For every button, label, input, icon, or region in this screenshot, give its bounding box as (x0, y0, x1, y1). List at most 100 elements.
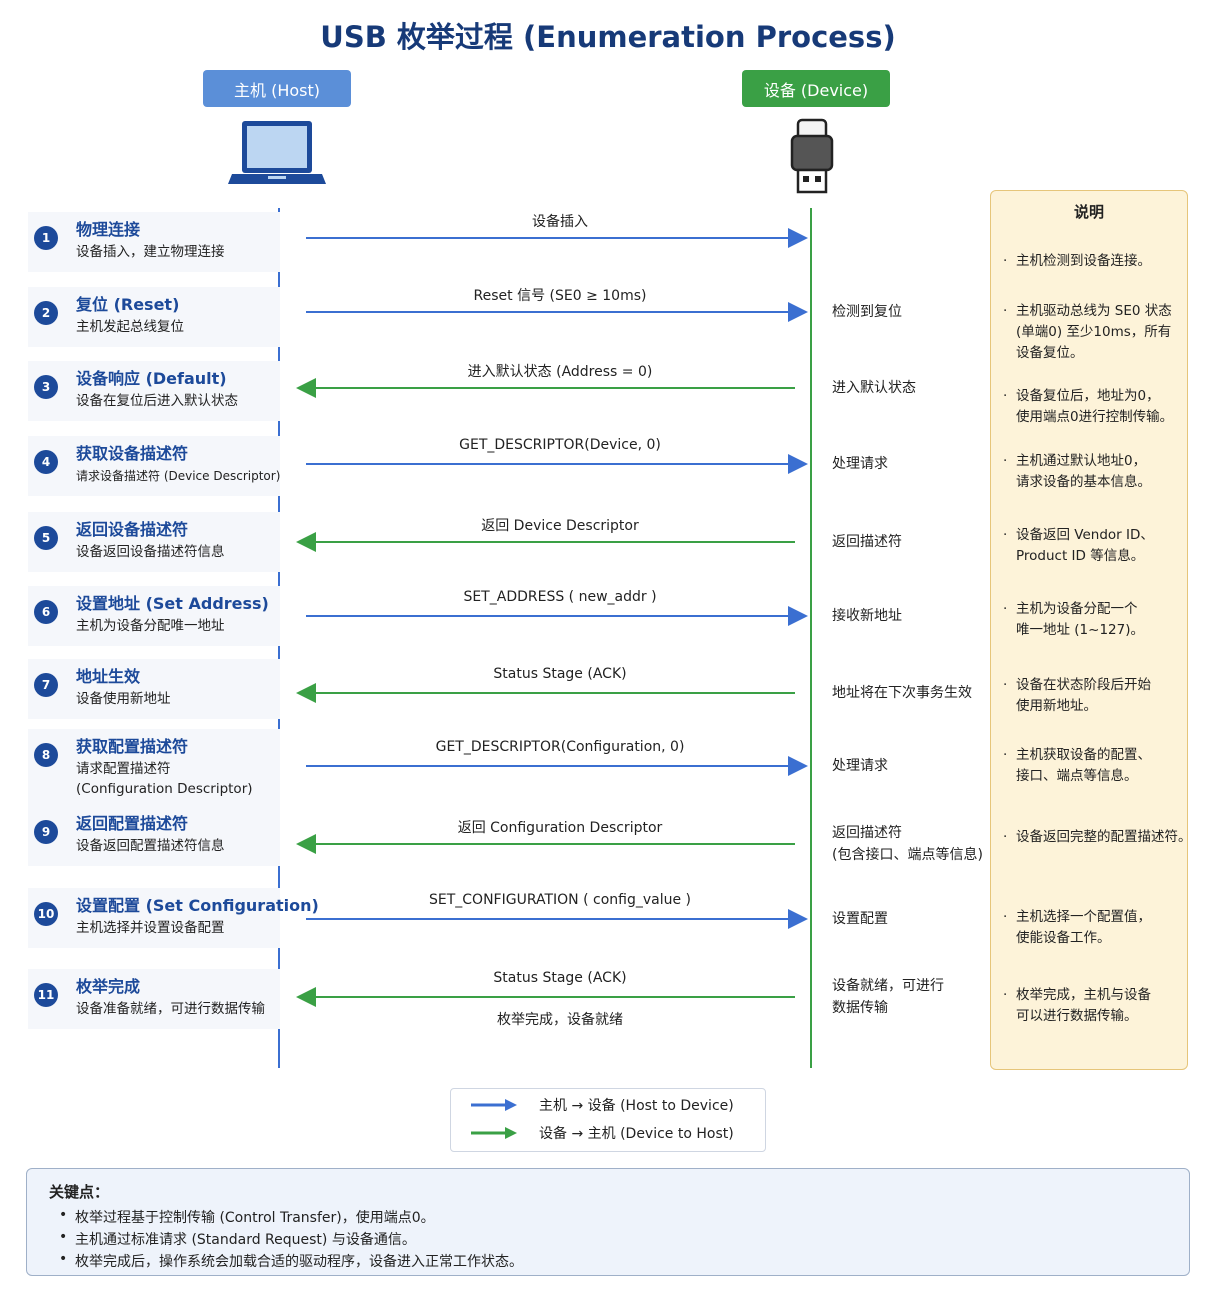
note-item: 主机选择一个配置值， 使能设备工作。 (1003, 907, 1191, 949)
step-number-badge: 2 (34, 301, 58, 325)
host-label: 主机 (Host) (203, 70, 351, 107)
note-line: 可以进行数据传输。 (1016, 1008, 1138, 1024)
step-number-badge: 8 (34, 743, 58, 767)
key-points-box: 关键点： 枚举过程基于控制传输 (Control Transfer)，使用端点0… (26, 1168, 1190, 1276)
step-number-badge: 3 (34, 375, 58, 399)
step-description: (Configuration Descriptor) (76, 781, 253, 797)
step-title: 设置配置 (Set Configuration) (76, 896, 319, 915)
step-description: 设备使用新地址 (76, 691, 171, 707)
device-action: 返回描述符 (包含接口、端点等信息) (832, 822, 983, 866)
note-item: 主机通过默认地址0， 请求设备的基本信息。 (1003, 451, 1191, 493)
step-title: 获取配置描述符 (76, 737, 189, 756)
key-points-title: 关键点： (49, 1183, 110, 1201)
step-title: 设备响应 (Default) (76, 369, 227, 388)
green-arrow-icon (471, 1127, 517, 1139)
laptop-icon (228, 121, 326, 184)
note-line: 使能设备工作。 (1016, 930, 1111, 946)
key-point-item: 枚举过程基于控制传输 (Control Transfer)，使用端点0。 (59, 1207, 435, 1227)
note-line: 设备复位后，地址为0， (1016, 388, 1160, 404)
note-item: 设备返回 Vendor ID、Product ID 等信息。 (1003, 525, 1191, 567)
note-line: 请求设备的基本信息。 (1016, 474, 1151, 490)
step-number-badge: 4 (34, 450, 58, 474)
device-action-line: (包含接口、端点等信息) (832, 847, 983, 863)
note-line: 使用端点0进行控制传输。 (1016, 409, 1174, 425)
message-label: 进入默认状态 (Address = 0) (467, 364, 653, 380)
step-8: 8 获取配置描述符请求配置描述符 (Configuration Descriptor… (28, 729, 280, 809)
message-label: Status Stage (ACK) (493, 970, 627, 986)
device-action: 检测到复位 (832, 301, 902, 323)
device-action-line: 设备就绪，可进行 (832, 978, 944, 994)
note-line: 使用新地址。 (1016, 698, 1097, 714)
device-action-line: 数据传输 (832, 1000, 888, 1016)
note-line: 主机选择一个配置值， (1016, 909, 1151, 925)
step-description: 设备在复位后进入默认状态 (76, 393, 238, 409)
note-item: 主机检测到设备连接。 (1003, 251, 1191, 272)
step-number-badge: 11 (34, 983, 58, 1007)
device-action: 处理请求 (832, 453, 888, 475)
legend-d2h: 设备 → 主机 (Device to Host) (471, 1123, 734, 1143)
note-line: 主机检测到设备连接。 (1016, 253, 1151, 269)
note-line: 唯一地址 (1~127)。 (1016, 622, 1144, 638)
step-description: 主机发起总线复位 (76, 319, 184, 335)
note-line: 主机驱动总线为 SE0 状态 (1016, 303, 1172, 319)
message-label: 返回 Device Descriptor (481, 518, 639, 534)
message-label: SET_CONFIGURATION ( config_value ) (428, 892, 691, 908)
note-item: 设备复位后，地址为0， 使用端点0进行控制传输。 (1003, 386, 1191, 428)
step-description: 设备返回配置描述符信息 (76, 838, 225, 854)
note-line: 主机通过默认地址0， (1016, 453, 1147, 469)
step-number-badge: 5 (34, 526, 58, 550)
device-action: 设置配置 (832, 908, 888, 930)
device-action: 返回描述符 (832, 531, 902, 553)
note-line: 主机为设备分配一个 (1016, 601, 1138, 617)
device-action: 地址将在下次事务生效 (832, 682, 972, 704)
note-line: 设备返回 Vendor ID、 (1016, 527, 1154, 543)
note-line: 设备在状态阶段后开始 (1016, 677, 1151, 693)
message-label: SET_ADDRESS ( new_addr ) (463, 589, 657, 605)
step-title: 枚举完成 (76, 977, 141, 996)
device-action-line: 地址将在下次事务生效 (832, 685, 972, 701)
device-action: 设备就绪，可进行数据传输 (832, 975, 944, 1019)
step-description: 设备插入，建立物理连接 (76, 244, 225, 260)
step-1: 1 物理连接设备插入，建立物理连接 (28, 212, 280, 272)
note-line: 接口、端点等信息。 (1016, 768, 1138, 784)
device-action-line: 进入默认状态 (832, 380, 916, 396)
note-line: 设备复位。 (1016, 345, 1084, 361)
message-label: Status Stage (ACK) (493, 666, 627, 682)
note-item: 设备返回完整的配置描述符。 (1003, 827, 1192, 848)
device-action-line: 检测到复位 (832, 304, 902, 320)
step-10: 10 设置配置 (Set Configuration) 主机选择并设置设备配置 (28, 888, 319, 948)
key-point-item: 枚举完成后，操作系统会加载合适的驱动程序，设备进入正常工作状态。 (59, 1251, 523, 1271)
device-label: 设备 (Device) (742, 70, 890, 107)
step-description: 请求配置描述符 (76, 761, 171, 777)
step-3: 3 设备响应 (Default) 设备在复位后进入默认状态 (28, 361, 280, 421)
message-label: 返回 Configuration Descriptor (457, 820, 663, 836)
device-action-line: 返回描述符 (832, 534, 902, 550)
step-number-badge: 10 (34, 902, 58, 926)
step-description: 主机选择并设置设备配置 (76, 920, 225, 936)
device-action-line: 返回描述符 (832, 825, 902, 841)
message-label: GET_DESCRIPTOR(Device, 0) (459, 437, 661, 453)
step-description: 主机为设备分配唯一地址 (76, 618, 225, 634)
step-number-badge: 1 (34, 226, 58, 250)
note-line: 枚举完成，主机与设备 (1016, 987, 1151, 1003)
notes-panel: 说明 主机检测到设备连接。主机驱动总线为 SE0 状态(单端0) 至少10ms，… (990, 190, 1192, 1070)
note-line: (单端0) 至少10ms，所有 (1016, 324, 1172, 340)
step-number-badge: 6 (34, 600, 58, 624)
step-title: 物理连接 (76, 220, 141, 239)
message-sub-label: 枚举完成，设备就绪 (497, 1012, 623, 1028)
step-description: 请求设备描述符 (Device Descriptor) (76, 469, 281, 483)
step-number-badge: 7 (34, 673, 58, 697)
device-action: 接收新地址 (832, 605, 902, 627)
legend: 主机 → 设备 (Host to Device) 设备 → 主机 (Device… (450, 1088, 766, 1152)
